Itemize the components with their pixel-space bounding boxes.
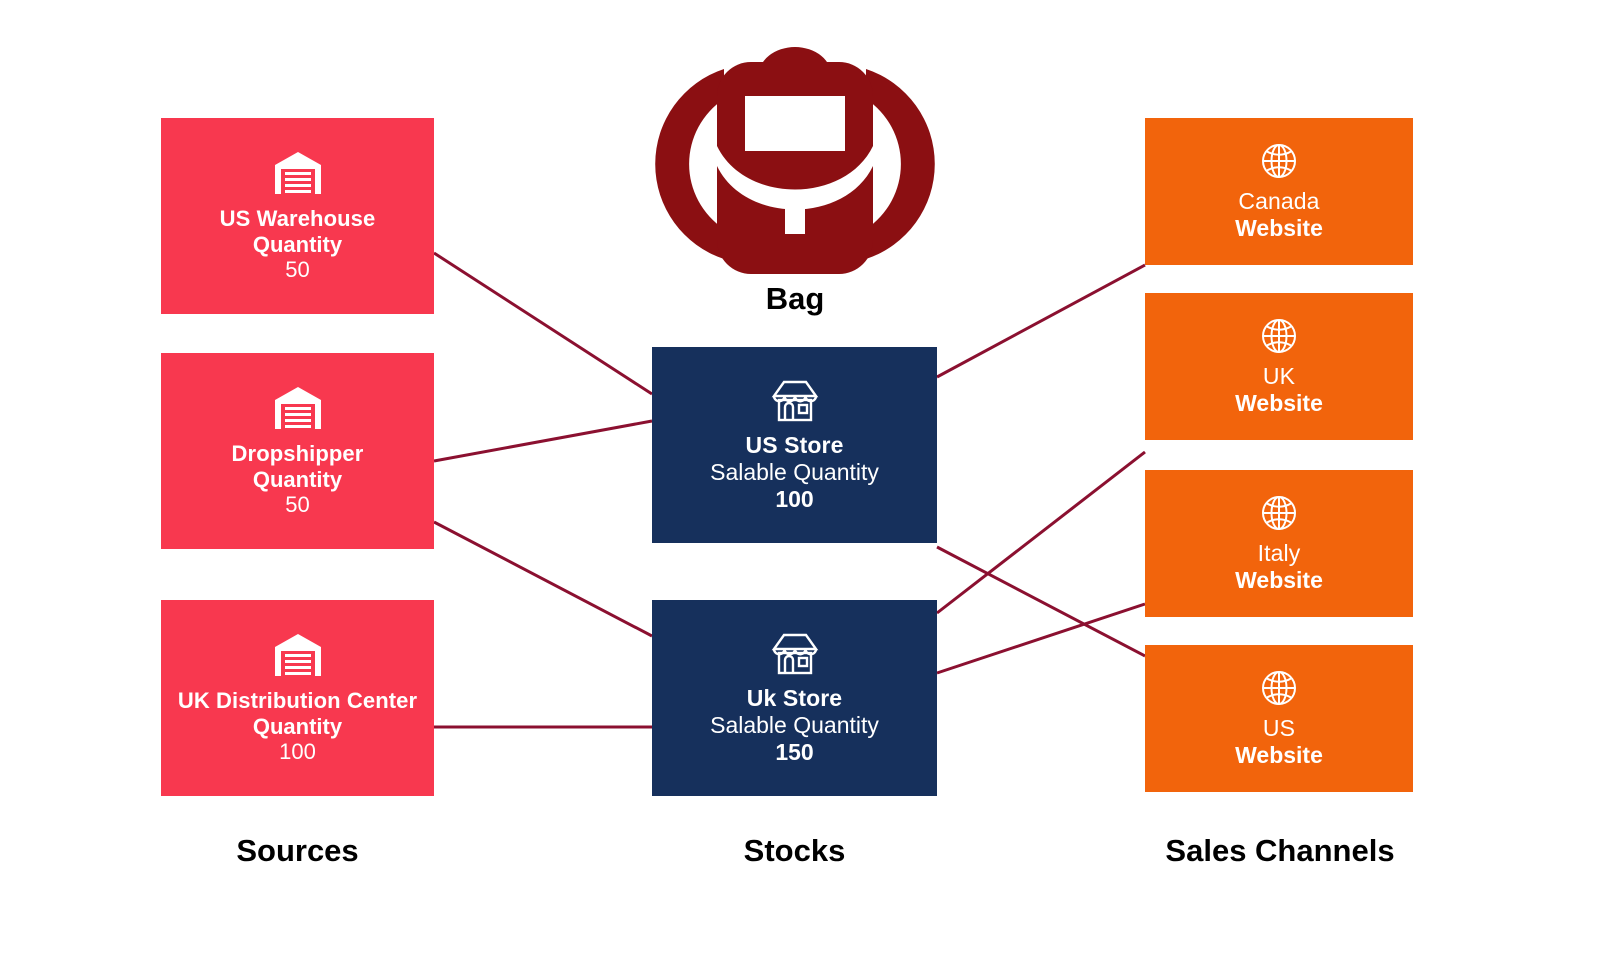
source-node-us-warehouse[interactable]: US Warehouse Quantity 50 xyxy=(161,118,434,314)
stock-node-uk-store[interactable]: Uk Store Salable Quantity 150 xyxy=(652,600,937,796)
link-dropshipper-to-us-store xyxy=(433,419,653,463)
stock-title: Uk Store xyxy=(746,685,843,712)
link-uk-store-to-uk-website xyxy=(936,450,1146,615)
link-us-store-to-canada-website xyxy=(936,263,1146,379)
globe-icon xyxy=(1260,669,1298,713)
link-uk-store-to-italy-website xyxy=(936,602,1146,675)
channel-country: UK xyxy=(1262,363,1296,390)
column-caption-sources: Sources xyxy=(236,833,359,868)
product-title: Bag xyxy=(765,281,825,316)
store-icon xyxy=(768,631,822,683)
stock-metric-value: 100 xyxy=(775,485,814,512)
channel-country: US xyxy=(1262,715,1296,742)
stock-metric-label: Salable Quantity xyxy=(710,458,879,485)
stock-node-us-store[interactable]: US Store Salable Quantity 100 xyxy=(652,347,937,543)
globe-icon xyxy=(1260,142,1298,186)
channel-node-italy-website[interactable]: Italy Website xyxy=(1145,470,1413,617)
warehouse-icon xyxy=(271,631,325,685)
channel-node-us-website[interactable]: US Website xyxy=(1145,645,1413,792)
column-caption-sales-channels: Sales Channels xyxy=(1165,833,1395,868)
source-metric-value: 50 xyxy=(285,257,310,283)
channel-type: Website xyxy=(1235,741,1323,768)
source-metric-label: Quantity xyxy=(252,466,343,492)
link-us-store-to-us-website xyxy=(936,545,1146,658)
warehouse-icon xyxy=(271,149,325,203)
stock-title: US Store xyxy=(745,432,844,459)
source-metric-value: 50 xyxy=(285,492,310,518)
channel-type: Website xyxy=(1235,214,1323,241)
channel-country: Canada xyxy=(1238,188,1320,215)
source-node-uk-distribution-center[interactable]: UK Distribution Center Quantity 100 xyxy=(161,600,434,796)
channel-country: Italy xyxy=(1257,540,1301,567)
source-metric-label: Quantity xyxy=(252,231,343,257)
channel-type: Website xyxy=(1235,389,1323,416)
source-metric-value: 100 xyxy=(279,739,316,765)
store-icon xyxy=(768,378,822,430)
product-hero: Bag xyxy=(650,14,940,317)
channel-node-uk-website[interactable]: UK Website xyxy=(1145,293,1413,440)
warehouse-icon xyxy=(271,384,325,438)
channel-node-canada-website[interactable]: Canada Website xyxy=(1145,118,1413,265)
channel-type: Website xyxy=(1235,566,1323,593)
globe-icon xyxy=(1260,494,1298,538)
column-caption-stocks: Stocks xyxy=(743,833,846,868)
source-metric-label: Quantity xyxy=(252,713,343,739)
stock-metric-label: Salable Quantity xyxy=(710,711,879,738)
source-title: US Warehouse xyxy=(219,206,376,231)
globe-icon xyxy=(1260,317,1298,361)
source-title: UK Distribution Center xyxy=(177,688,418,713)
link-us-warehouse-to-us-store xyxy=(433,251,653,396)
backpack-icon xyxy=(655,47,935,274)
stock-metric-value: 150 xyxy=(775,738,814,765)
source-node-dropshipper[interactable]: Dropshipper Quantity 50 xyxy=(161,353,434,549)
link-dropshipper-to-uk-store xyxy=(433,520,653,638)
source-title: Dropshipper xyxy=(231,441,364,466)
